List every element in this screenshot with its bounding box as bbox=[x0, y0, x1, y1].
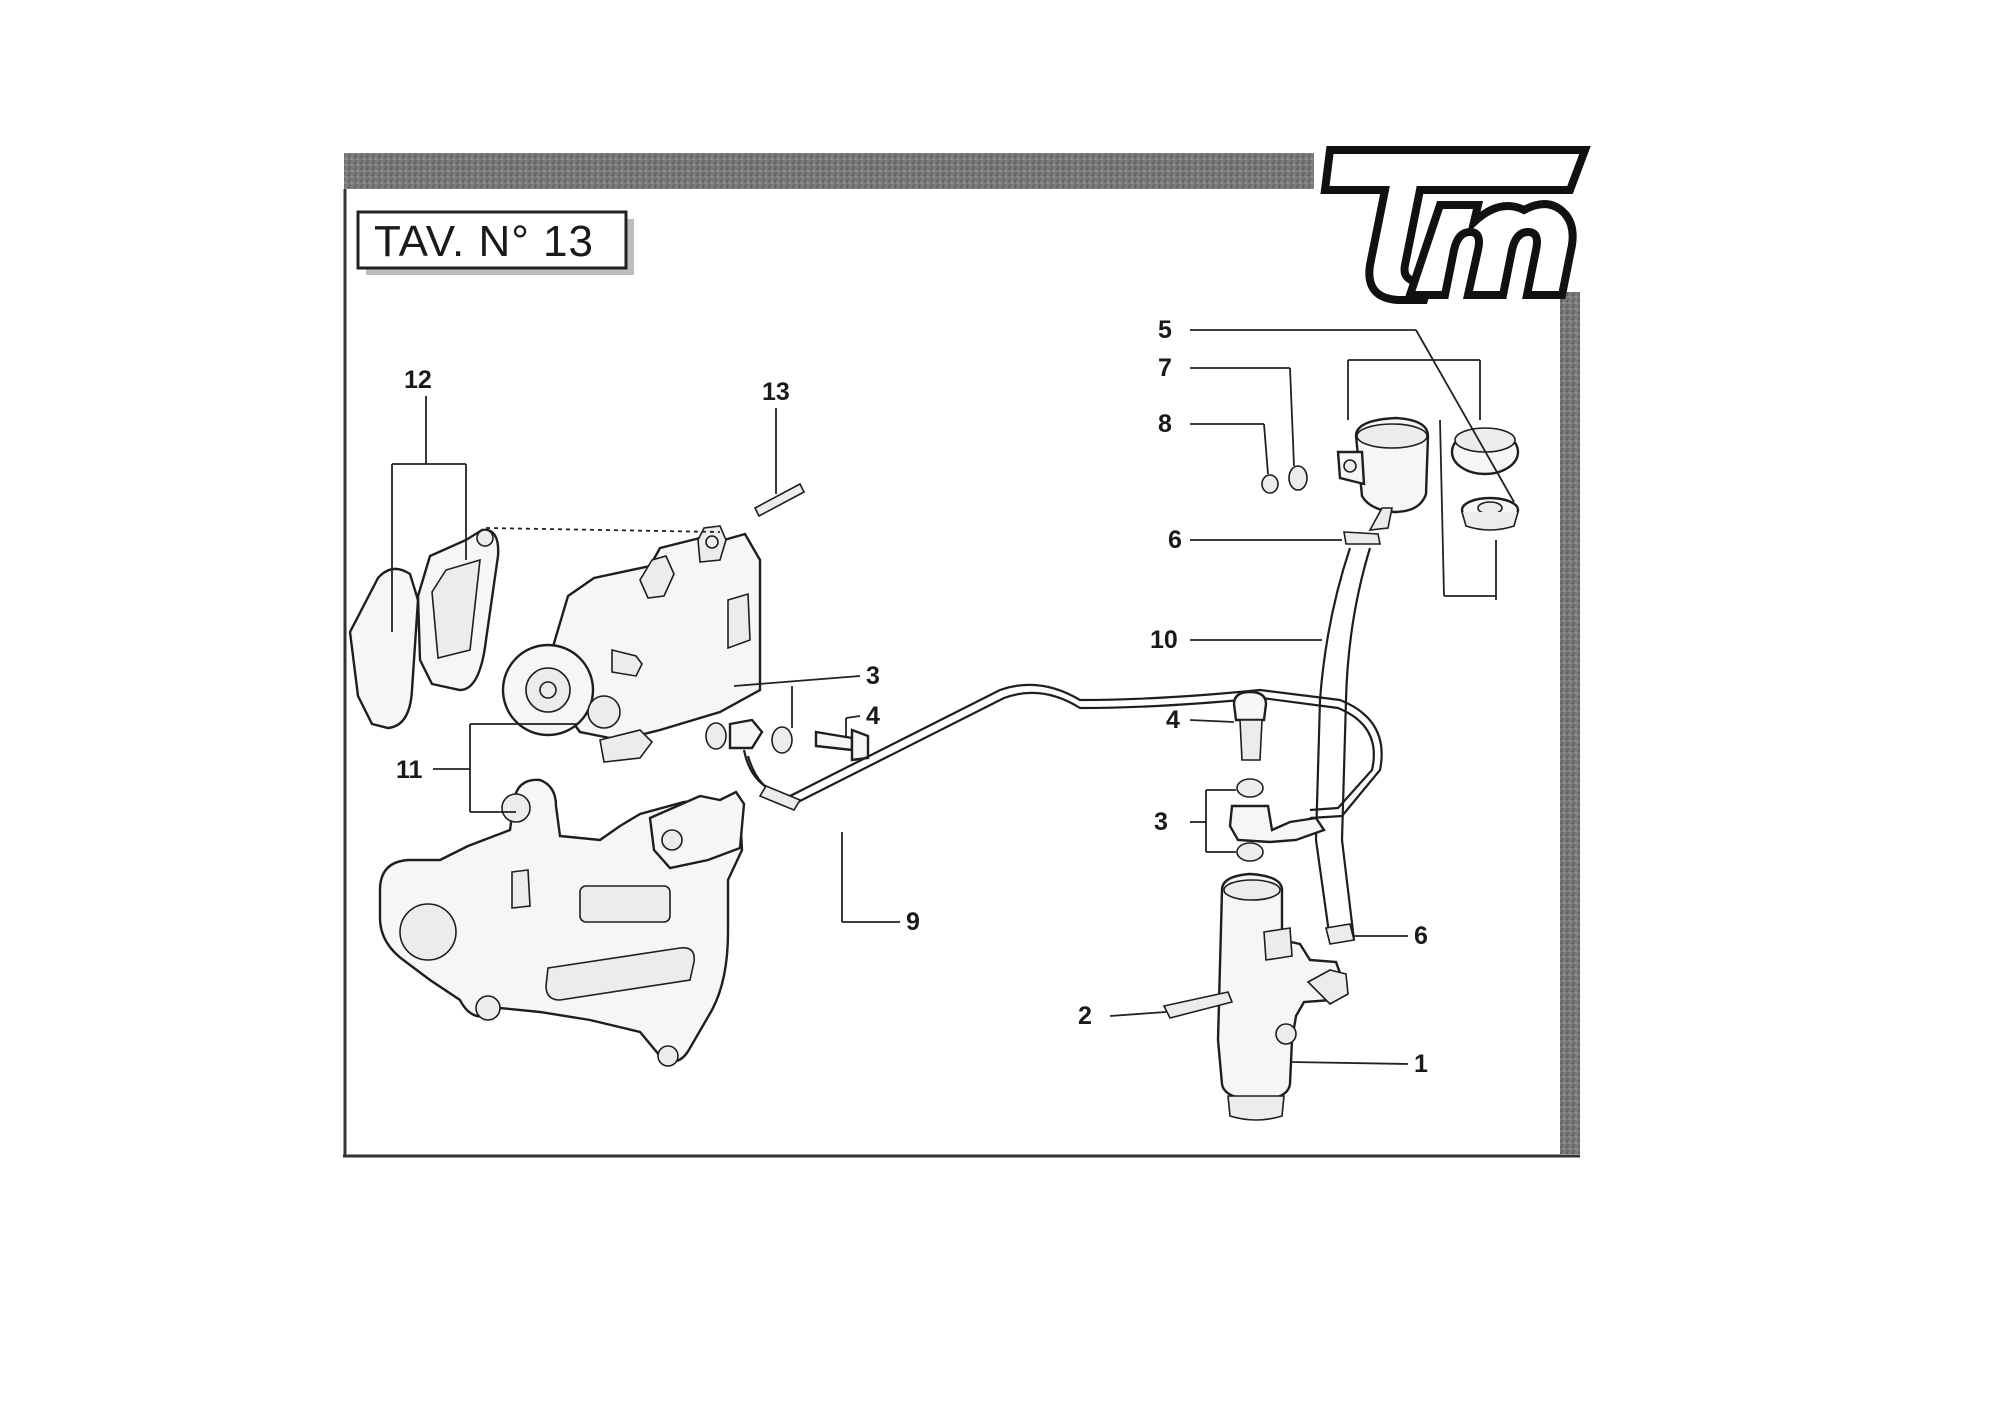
right-bar bbox=[1560, 292, 1580, 1154]
top-bar bbox=[344, 153, 1314, 189]
brake-line-sleeve bbox=[758, 784, 802, 812]
logo-text: tm bbox=[1360, 291, 1365, 296]
leader-1 bbox=[1289, 1061, 1409, 1065]
brake-pad-outer bbox=[348, 567, 420, 730]
reservoir-diaphragm-skirt bbox=[1461, 511, 1519, 531]
callout-3-left: 3 bbox=[866, 662, 880, 690]
bracket-hole-pin bbox=[501, 793, 531, 823]
bracket-label-plate bbox=[579, 885, 671, 923]
banjo-fitting-master bbox=[1228, 804, 1326, 844]
callout-1: 1 bbox=[1414, 1050, 1428, 1078]
washer-right-b bbox=[1236, 842, 1264, 862]
banjo-bolt-master-thread bbox=[1239, 719, 1263, 761]
brand-logo: tm bbox=[1320, 146, 1591, 304]
caliper-piston-core bbox=[539, 681, 557, 699]
leader-2 bbox=[1109, 1011, 1167, 1017]
banjo-bolt-head bbox=[850, 728, 870, 762]
pad-hole bbox=[476, 529, 494, 547]
caliper-slide bbox=[587, 695, 621, 729]
leader-7-b bbox=[1289, 367, 1295, 467]
master-cylinder-top bbox=[1223, 879, 1281, 901]
washer-7 bbox=[1288, 465, 1308, 491]
callout-6-bottom: 6 bbox=[1414, 922, 1428, 950]
caliper-slide-boot bbox=[599, 729, 654, 763]
reservoir-bracket-hole bbox=[1343, 459, 1357, 473]
leader-cap-d bbox=[1439, 419, 1445, 597]
reservoir-rim bbox=[1356, 423, 1428, 449]
callout-6-top: 6 bbox=[1168, 526, 1182, 554]
mount-bolt bbox=[1162, 991, 1234, 1019]
nut-8 bbox=[1261, 474, 1279, 494]
caliper-ear-hole bbox=[705, 535, 719, 549]
brake-pad-friction bbox=[431, 558, 481, 660]
master-cylinder-lower-hole bbox=[1275, 1023, 1297, 1045]
callout-13: 10 bbox=[1150, 626, 1178, 654]
plate-title: TAV. N° 13 bbox=[374, 217, 594, 266]
callout-3-right: 3 bbox=[1154, 808, 1168, 836]
washer-left-b bbox=[771, 726, 793, 754]
callout-9: 9 bbox=[906, 908, 920, 936]
pad-hole-dash bbox=[485, 527, 721, 533]
bracket-slot bbox=[545, 946, 696, 1001]
leader-4-right bbox=[1189, 719, 1235, 723]
title-box bbox=[356, 210, 628, 270]
master-cylinder-thread bbox=[1227, 1095, 1285, 1121]
leader-5-b bbox=[1415, 329, 1515, 503]
callout-10: 11 bbox=[396, 756, 423, 784]
leader-3-left-a bbox=[733, 675, 861, 687]
bracket-pin-hole bbox=[661, 829, 683, 851]
banjo-fitting-caliper bbox=[728, 718, 764, 750]
callout-12: 13 bbox=[762, 378, 790, 406]
master-cylinder-mount bbox=[1263, 927, 1293, 961]
bracket-hole-axle bbox=[399, 903, 457, 961]
master-cylinder-elbow bbox=[1306, 969, 1349, 1005]
callout-4-left: 4 bbox=[866, 702, 880, 730]
hose-clamp-top bbox=[1343, 531, 1381, 545]
bracket-cutout bbox=[511, 869, 531, 909]
reservoir-hose-b bbox=[1340, 547, 1372, 941]
leader-4-left-a bbox=[845, 715, 861, 719]
callout-4-right: 4 bbox=[1166, 706, 1180, 734]
banjo-bolt-master-head bbox=[1232, 690, 1268, 722]
washer-right-a bbox=[1236, 778, 1264, 798]
bracket-hole-foot bbox=[657, 1045, 679, 1067]
callout-7: 7 bbox=[1158, 354, 1172, 382]
bracket-hole-lower bbox=[475, 995, 501, 1021]
brake-line bbox=[742, 683, 1383, 820]
callout-8: 8 bbox=[1158, 410, 1172, 438]
hose-clamp-bottom bbox=[1325, 923, 1355, 945]
caliper-mount bbox=[639, 555, 675, 599]
reservoir-hose bbox=[1314, 547, 1352, 941]
callout-2: 2 bbox=[1078, 1002, 1092, 1030]
callout-5: 5 bbox=[1158, 316, 1172, 344]
callout-11: 12 bbox=[404, 366, 432, 394]
brake-line-outer bbox=[746, 691, 1375, 812]
reservoir-cap-top bbox=[1454, 427, 1516, 453]
leader-8-b bbox=[1263, 423, 1269, 475]
bleed-screw bbox=[611, 648, 643, 677]
pad-pin bbox=[753, 482, 806, 518]
washer-left-a bbox=[705, 722, 727, 750]
caliper-window bbox=[727, 592, 751, 650]
reservoir-spigot bbox=[1368, 507, 1393, 531]
